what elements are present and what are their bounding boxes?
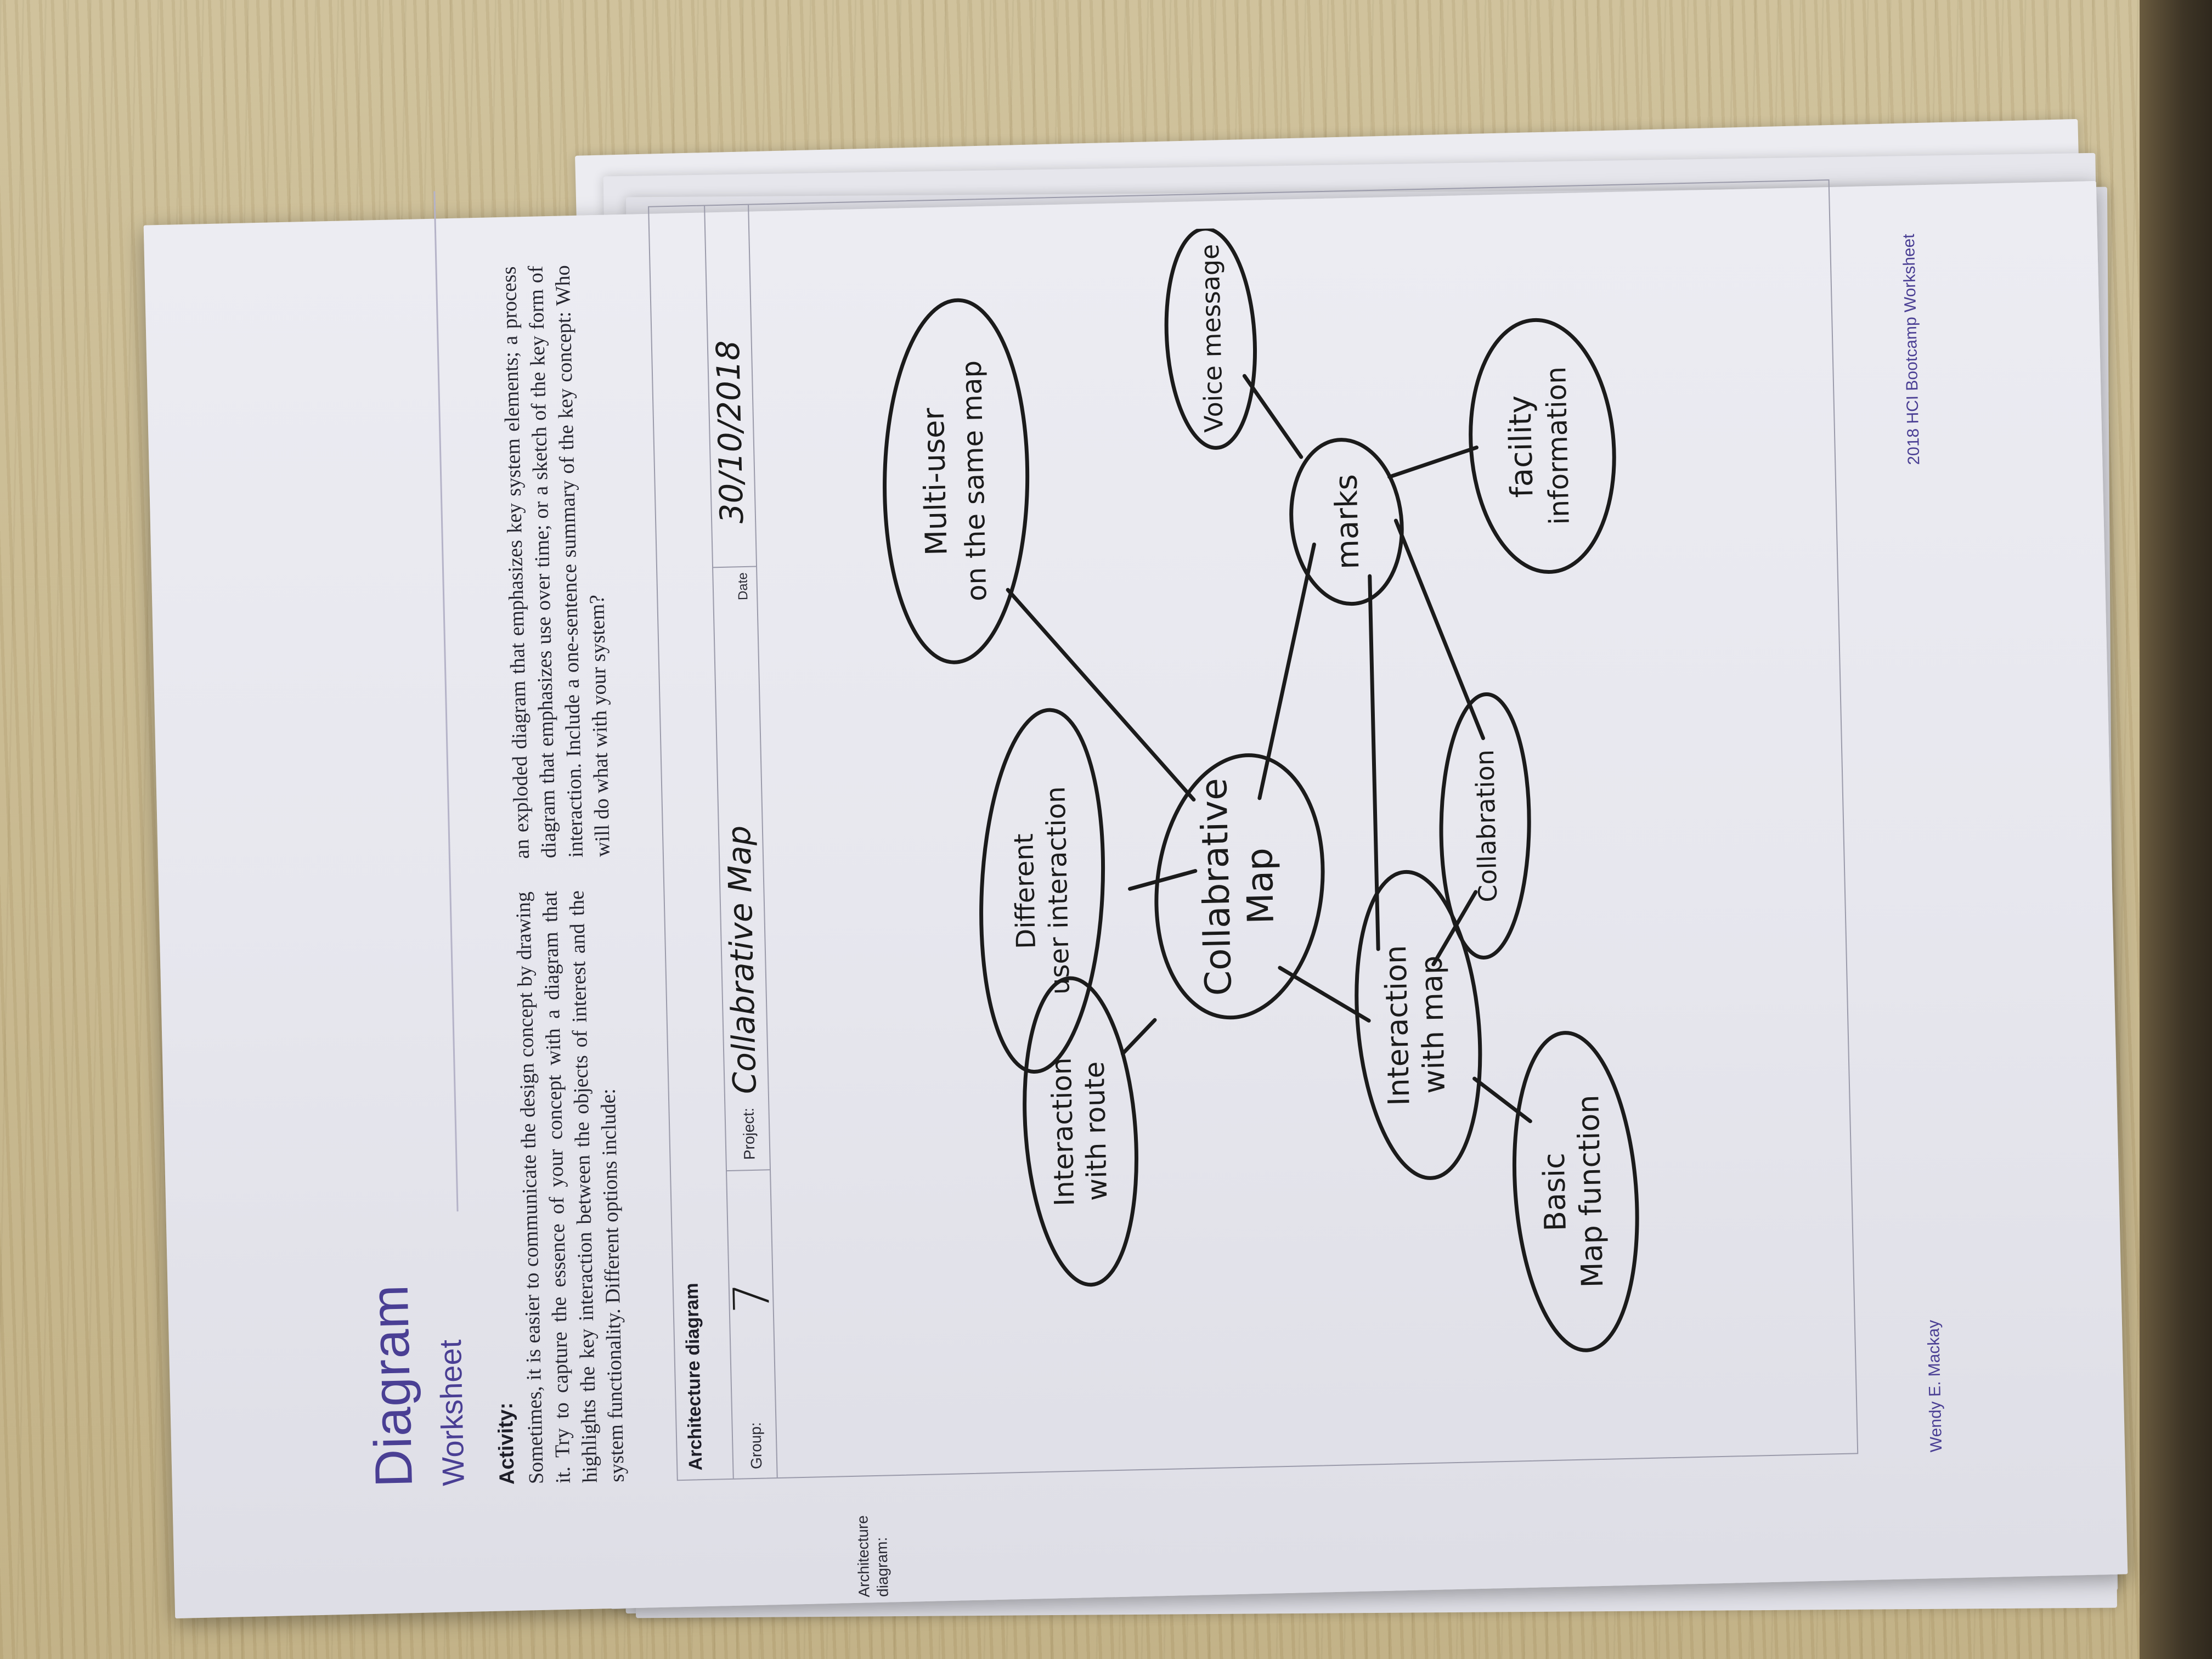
box-title: Architecture diagram [681, 1283, 707, 1471]
withmap-line-2: with map [1414, 955, 1452, 1094]
architecture-side-label: Architecture diagram: [854, 1515, 891, 1598]
activity-heading: Activity: [494, 1402, 519, 1485]
voice-label: Voice message [1195, 244, 1229, 433]
activity-text-column-2: an exploded diagram that emphasizes key … [497, 264, 614, 859]
page-subtitle: Worksheet [432, 1339, 471, 1487]
center-line-1: Collabrative [1193, 777, 1240, 996]
date-value: 30/10/2018 [709, 340, 751, 524]
facility-line-2: information [1540, 366, 1576, 525]
worksheet-sheet: Diagram Worksheet Activity: Sometimes, i… [143, 179, 2128, 1619]
group-value: 7 [723, 1281, 781, 1314]
edge-withmap-marks [1368, 574, 1380, 951]
footer-title: 2018 HCI Bootcamp Worksheet [1899, 234, 1923, 465]
hand-drawn-diagram: Collabrative Map Different user interact… [883, 227, 1639, 1352]
multiuser-line-2: on the same map [956, 360, 993, 601]
edge-center-marks [1257, 542, 1316, 800]
multiuser-line-1: Multi-user [916, 407, 954, 556]
different-line-2: user interaction [1040, 786, 1076, 995]
project-label: Project: [740, 1107, 758, 1160]
edge-marks-facility [1387, 445, 1479, 479]
basic-line-2: Map function [1571, 1094, 1610, 1288]
route-line-2: with route [1079, 1061, 1114, 1201]
worksheet-page: Diagram Worksheet Activity: Sometimes, i… [171, 179, 2090, 1623]
facility-line-1: facility [1502, 395, 1540, 498]
date-label: Date [735, 572, 751, 601]
marks-label: marks [1329, 474, 1367, 570]
page-title: Diagram [360, 1284, 424, 1488]
edge-center-different [1128, 869, 1198, 891]
activity-text-column-1: Sometimes, it is easier to communicate t… [511, 890, 629, 1485]
node-marks-ellipse [1289, 438, 1404, 606]
different-line-1: Different [1008, 833, 1042, 950]
group-label: Group: [747, 1422, 765, 1470]
route-line-1: Interaction [1045, 1057, 1080, 1207]
withmap-line-1: Interaction [1378, 945, 1417, 1106]
collab-label: Collabration [1470, 749, 1503, 903]
edge-collab-marks [1393, 518, 1485, 741]
node-multiuser-ellipse [883, 298, 1030, 664]
center-line-2: Map [1238, 847, 1282, 924]
node-collab-ellipse [1439, 692, 1531, 960]
edge-withmap-basic [1472, 1076, 1532, 1124]
node-different-ellipse [979, 708, 1105, 1074]
footer-author: Wendy E. Mackay [1924, 1319, 1946, 1453]
header-divider-1 [725, 1169, 770, 1172]
node-withmap-ellipse [1355, 870, 1482, 1180]
desk-edge [2140, 0, 2212, 1659]
edge-center-multiuser [1006, 588, 1196, 802]
project-value: Collabrative Map [720, 825, 764, 1095]
header-divider-2 [712, 566, 757, 568]
node-facility-ellipse [1469, 318, 1616, 574]
title-rule [433, 191, 459, 1212]
node-voice-ellipse [1164, 227, 1257, 450]
basic-line-1: Basic [1537, 1153, 1573, 1232]
edge-route-center [1120, 1018, 1157, 1056]
node-route-ellipse [1023, 976, 1138, 1287]
node-center-ellipse [1154, 753, 1325, 1020]
node-basic-ellipse [1512, 1031, 1639, 1352]
